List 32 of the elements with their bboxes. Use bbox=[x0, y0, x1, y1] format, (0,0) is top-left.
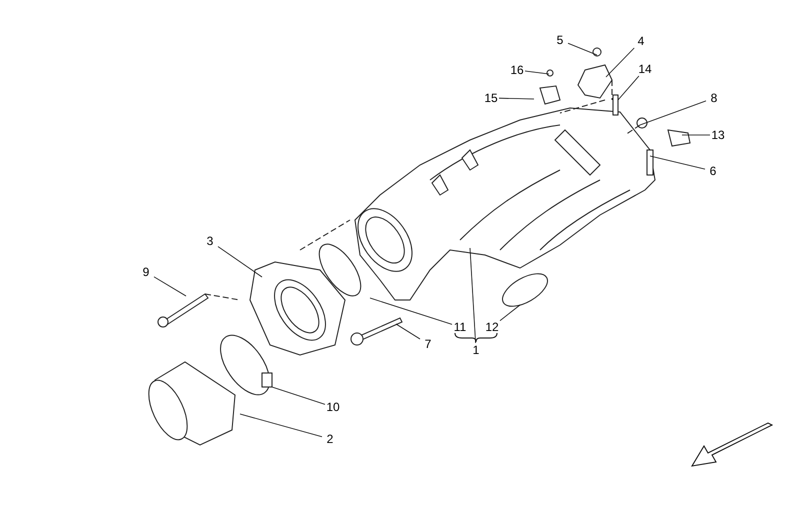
leader-line bbox=[498, 98, 534, 100]
leader-line bbox=[154, 276, 186, 296]
leader-line bbox=[500, 304, 520, 322]
callout-number: 9 bbox=[138, 265, 154, 279]
leader-line bbox=[370, 298, 452, 325]
leader-line bbox=[240, 414, 322, 438]
callout-number: 16 bbox=[509, 63, 525, 77]
callout-number: 4 bbox=[633, 34, 649, 48]
leader-line bbox=[650, 156, 706, 170]
leader-line bbox=[606, 48, 635, 78]
callout-number: 7 bbox=[420, 337, 436, 351]
callout-number: 13 bbox=[710, 128, 726, 142]
callout-number: 2 bbox=[322, 432, 338, 446]
callout-number: 12 bbox=[484, 320, 500, 334]
leader-line bbox=[272, 386, 326, 405]
callout-number: 10 bbox=[325, 400, 341, 414]
leader-line bbox=[640, 100, 706, 126]
leader-line bbox=[218, 246, 262, 278]
callout-number: 3 bbox=[202, 234, 218, 248]
leader-line bbox=[470, 248, 476, 344]
leader-line bbox=[568, 42, 598, 56]
callout-number: 6 bbox=[705, 164, 721, 178]
leader-line bbox=[682, 134, 710, 136]
callout-number: 8 bbox=[706, 91, 722, 105]
leader-line bbox=[396, 324, 420, 340]
callout-number: 14 bbox=[637, 62, 653, 76]
callout-number: 5 bbox=[552, 33, 568, 47]
leader-line bbox=[618, 76, 640, 100]
callout-number: 1 bbox=[468, 343, 484, 357]
leader-line bbox=[524, 70, 550, 74]
callout-number: 15 bbox=[483, 91, 499, 105]
callout-number: 11 bbox=[452, 320, 468, 334]
